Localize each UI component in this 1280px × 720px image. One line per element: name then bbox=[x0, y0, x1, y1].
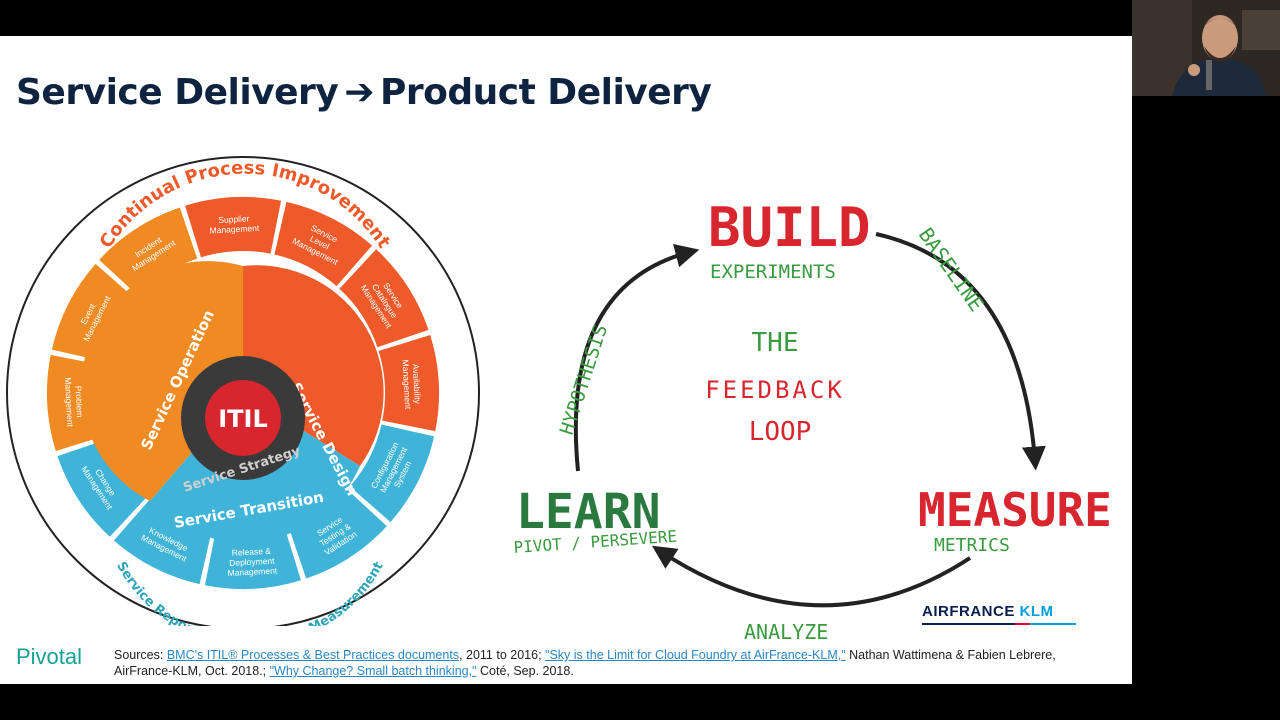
analyze-label: ANALYZE bbox=[744, 620, 828, 644]
source-text-1: , 2011 to 2016; bbox=[459, 648, 546, 662]
experiments-label: EXPERIMENTS bbox=[710, 261, 836, 283]
itil-segment bbox=[57, 438, 147, 537]
itil-segment bbox=[99, 207, 198, 297]
airfrance-klm-logo: AIRFRANCE KLM bbox=[922, 603, 1054, 620]
source-link-sky-is-the-limit[interactable]: "Sky is the Limit for Cloud Foundry at A… bbox=[545, 648, 846, 662]
itil-segment bbox=[339, 249, 429, 348]
airfrance-text: AIRFRANCE bbox=[922, 603, 1015, 620]
itil-segment bbox=[288, 489, 387, 579]
source-link-bmc-itil[interactable]: BMC's ITIL® Processes & Best Practices d… bbox=[166, 648, 460, 662]
presenter-webcam bbox=[1132, 0, 1280, 96]
itil-segment bbox=[349, 424, 435, 523]
source-text-2: Nathan Wattimena & Fabien Lebrere, AirFr… bbox=[114, 648, 1056, 678]
itil-segment bbox=[113, 499, 212, 585]
itil-segment bbox=[185, 197, 282, 258]
itil-segment bbox=[51, 263, 137, 362]
baseline-label: BASELINE bbox=[914, 223, 989, 316]
itil-segment bbox=[378, 335, 439, 432]
itil-segment bbox=[274, 201, 373, 287]
hypothesis-label: HYPOTHESIS bbox=[556, 322, 612, 438]
source-text-3: Coté, Sep. 2018. bbox=[476, 664, 574, 678]
itil-segment-label: SupplierManagement bbox=[209, 213, 260, 236]
pivotal-logo: Pivotal bbox=[16, 644, 83, 669]
itil-segment-label: AvailabilityManagement bbox=[400, 359, 423, 410]
itil-segment-label: ProblemManagement bbox=[63, 377, 86, 428]
the-label: THE bbox=[752, 328, 799, 358]
feedback-label: FEEDBACK bbox=[705, 376, 845, 404]
arrow-build-to-measure bbox=[875, 232, 1046, 471]
title-left: Service Delivery bbox=[16, 72, 339, 113]
slide-title: Service Delivery➔Product Delivery bbox=[16, 72, 712, 113]
service-design-wedge bbox=[243, 265, 384, 466]
sources-footnote: Sources: BMC's ITIL® Processes & Best Pr… bbox=[114, 647, 1114, 679]
logo-rule bbox=[922, 623, 1076, 625]
build-label: BUILD bbox=[708, 196, 871, 259]
measure-label: MEASURE bbox=[918, 483, 1112, 537]
arrow-learn-to-build bbox=[573, 244, 700, 472]
arrow-right-icon: ➔ bbox=[344, 72, 374, 113]
itil-segment-label: Release &DeploymentManagement bbox=[226, 545, 278, 578]
metrics-label: METRICS bbox=[934, 535, 1010, 556]
feedback-loop-diagram: BUILD EXPERIMENTS MEASURE METRICS LEARN … bbox=[513, 196, 1112, 644]
presenter-video-frame bbox=[1132, 0, 1280, 96]
itil-segment bbox=[204, 528, 301, 589]
title-right: Product Delivery bbox=[379, 72, 712, 113]
klm-text: KLM bbox=[1019, 603, 1054, 620]
service-operation-wedge bbox=[81, 261, 243, 501]
sources-prefix: Sources: bbox=[114, 648, 167, 662]
itil-center-label: ITIL bbox=[218, 405, 268, 433]
loop-label: LOOP bbox=[749, 417, 812, 447]
source-link-why-change[interactable]: "Why Change? Small batch thinking," bbox=[269, 664, 477, 678]
slide: Service Delivery➔Product Delivery Suppli… bbox=[0, 36, 1132, 684]
learn-label: LEARN bbox=[516, 484, 661, 540]
arrow-measure-to-learn bbox=[651, 545, 972, 608]
itil-badge bbox=[205, 380, 281, 456]
